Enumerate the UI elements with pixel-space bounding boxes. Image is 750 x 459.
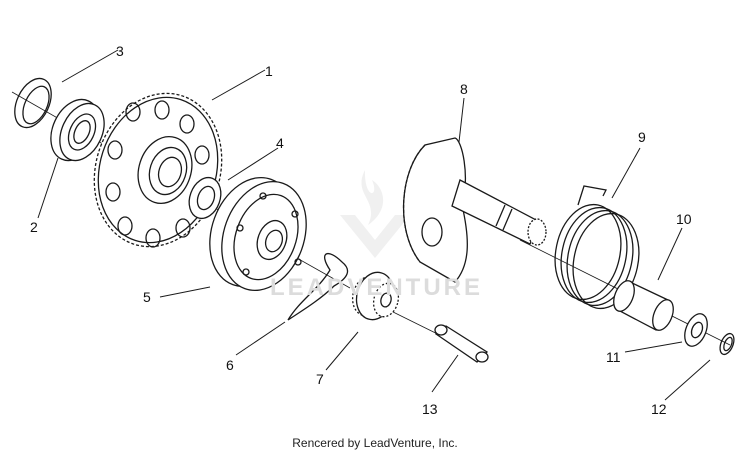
callout-7: 7 xyxy=(316,371,324,387)
wire-spring-clip-part xyxy=(287,252,349,321)
flat-washer-part xyxy=(684,313,708,347)
watermark-text: LEADVENTURE xyxy=(270,274,484,301)
callout-13: 13 xyxy=(422,401,438,417)
callout-5: 5 xyxy=(143,289,151,305)
starter-clutch-part xyxy=(209,176,307,292)
callout-12: 12 xyxy=(651,401,667,417)
watermark-logo xyxy=(340,170,410,258)
bushing-part xyxy=(613,280,674,331)
callout-9: 9 xyxy=(638,129,646,145)
callout-2: 2 xyxy=(30,219,38,235)
snap-ring-part xyxy=(14,77,52,129)
leader-lines xyxy=(37,49,711,401)
torsion-spring-part xyxy=(554,185,640,310)
callout-3: 3 xyxy=(116,43,124,59)
callout-6: 6 xyxy=(226,357,234,373)
washer-part xyxy=(188,176,222,220)
render-credit: Rencered by LeadVenture, Inc. xyxy=(292,436,458,450)
callout-11: 11 xyxy=(606,349,621,365)
callout-10: 10 xyxy=(676,211,692,227)
callout-8: 8 xyxy=(460,81,468,97)
circlip-part xyxy=(719,332,735,356)
kick-sector-shaft-part xyxy=(403,137,547,283)
pinion-gear-part xyxy=(351,271,400,321)
callout-labels: 1 2 3 4 5 6 7 8 9 10 11 12 13 xyxy=(30,43,692,417)
callout-1: 1 xyxy=(265,63,273,79)
pin-part xyxy=(434,324,489,363)
callout-4: 4 xyxy=(276,135,284,151)
bearing-part xyxy=(50,98,105,162)
